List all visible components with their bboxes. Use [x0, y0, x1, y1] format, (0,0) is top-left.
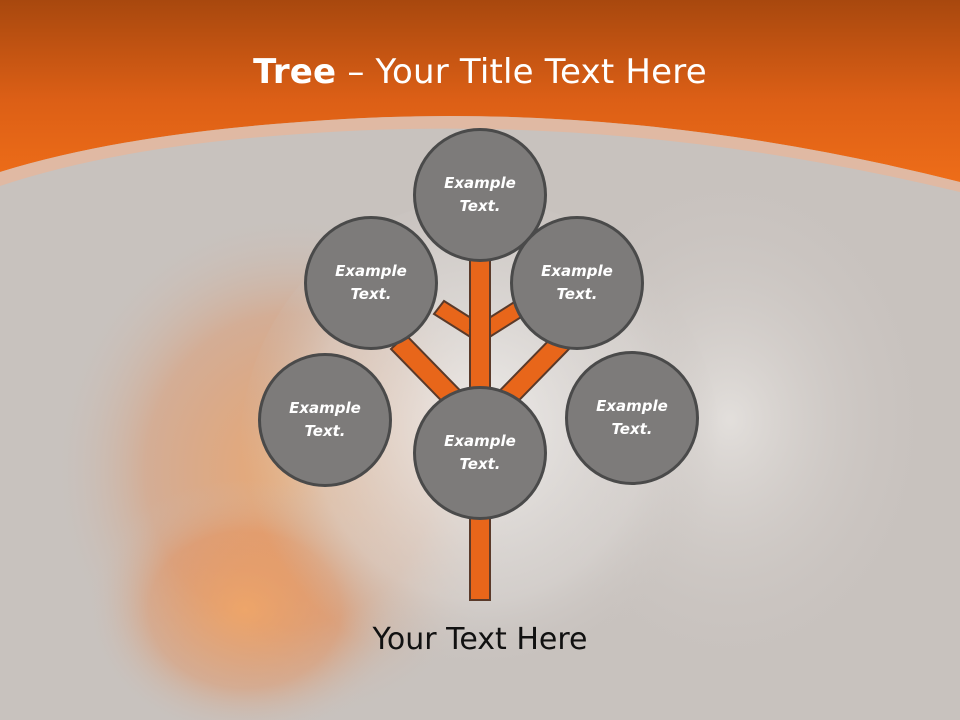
- tree-node-label: Example Text.: [289, 399, 361, 440]
- tree-node-label: Example Text.: [596, 397, 668, 438]
- tree-node-upper-right: Example Text.: [510, 216, 644, 350]
- tree-node-center: Example Text.: [413, 386, 547, 520]
- title-bold: Tree: [253, 52, 337, 92]
- slide-title: Tree – Your Title Text Here: [0, 52, 960, 92]
- tree-node-middle-left: Example Text.: [258, 353, 392, 487]
- slide-caption: Your Text Here: [372, 622, 588, 657]
- tree-node-upper-left: Example Text.: [304, 216, 438, 350]
- tree-node-label: Example Text.: [541, 262, 613, 303]
- tree-node-middle-right: Example Text.: [565, 351, 699, 485]
- tree-node-label: Example Text.: [335, 262, 407, 303]
- tree-node-label: Example Text.: [444, 432, 516, 473]
- tree-node-label: Example Text.: [444, 174, 516, 215]
- title-rest: – Your Title Text Here: [336, 52, 707, 92]
